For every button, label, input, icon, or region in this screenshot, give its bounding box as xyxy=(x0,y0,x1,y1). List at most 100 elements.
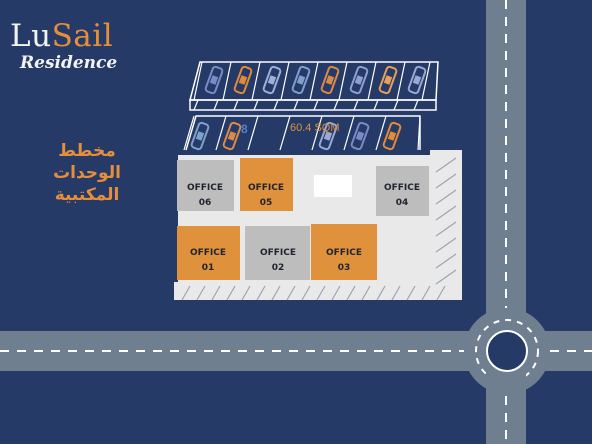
parked-car xyxy=(320,65,340,95)
parking-area-label: 60.4 SQM xyxy=(290,122,340,134)
parking-stall-line xyxy=(193,61,203,101)
unit-number: 02 xyxy=(272,263,285,273)
parking-outline-lower xyxy=(189,99,437,111)
parking-stall-line xyxy=(193,99,199,111)
parked-car xyxy=(291,65,311,95)
unit-number: 04 xyxy=(396,198,409,208)
parking-stall-line xyxy=(435,189,457,205)
unit-label: OFFICE xyxy=(326,248,362,258)
building-wing xyxy=(174,150,462,300)
parked-car xyxy=(382,121,402,151)
parking-stall-line xyxy=(435,221,457,237)
parking-stall-line xyxy=(343,115,355,151)
plan-title-line1: مخطط الوحدات xyxy=(53,141,121,183)
unit-label: OFFICE xyxy=(248,183,284,193)
parking-stall-line xyxy=(353,99,359,111)
parking-stall-line xyxy=(435,205,457,221)
parking-stall-line xyxy=(222,61,232,101)
parking-stall-line xyxy=(183,115,195,151)
stair-core xyxy=(314,175,352,197)
parking-stall-line xyxy=(286,285,296,301)
parking-stall-line xyxy=(233,99,239,111)
parking-stall-line xyxy=(251,61,261,101)
parking-stall-line xyxy=(421,61,431,101)
parking-stall-line xyxy=(376,285,386,301)
parking-stall-line xyxy=(338,61,348,101)
ramp-hatching xyxy=(181,157,457,301)
parking-stall-line xyxy=(301,285,311,301)
unit-office-02[interactable]: OFFICE 02 xyxy=(245,226,310,280)
parking-stall-line xyxy=(309,61,319,101)
plan-title: مخطط الوحدات المكتبية xyxy=(22,140,152,206)
parking-stall-line xyxy=(213,99,219,111)
parked-car xyxy=(378,65,398,95)
parking-stall-line xyxy=(279,115,291,151)
brand-subtitle: Residence xyxy=(20,53,118,73)
parking-stall-line xyxy=(271,285,281,301)
parked-car xyxy=(350,121,370,151)
unit-number: 01 xyxy=(202,263,215,273)
unit-number: 03 xyxy=(338,263,351,273)
parking-stall-line xyxy=(396,61,406,101)
parking-stall-line xyxy=(311,115,323,151)
parking-stall-line xyxy=(435,269,457,285)
plan-title-line2: المكتبية xyxy=(54,185,120,205)
parking-stall-line xyxy=(367,61,377,101)
office-units: OFFICE 06 OFFICE 05 OFFICE 04 OFFICE 01 … xyxy=(177,158,429,280)
parking-stall-line xyxy=(393,99,399,111)
unit-label: OFFICE xyxy=(260,248,296,258)
parking-stall-line xyxy=(373,99,379,111)
unit-office-01[interactable]: OFFICE 01 xyxy=(177,226,240,280)
parking-stall-line xyxy=(361,285,371,301)
parking-stall-line xyxy=(256,285,266,301)
parking-stall-line xyxy=(316,285,326,301)
parking-stall-line xyxy=(435,253,457,269)
parking-stall-line xyxy=(333,99,339,111)
parking-stall-line xyxy=(226,285,236,301)
parked-car xyxy=(204,65,224,95)
unit-label: OFFICE xyxy=(187,183,223,193)
parking-stall-line xyxy=(181,285,191,301)
parking-stall-line xyxy=(435,173,457,189)
parking-stall-line xyxy=(293,99,299,111)
parked-car xyxy=(349,65,369,95)
parking-stall-line xyxy=(435,157,457,173)
parking-stall-line xyxy=(421,285,431,301)
parking-stall-line xyxy=(280,61,290,101)
unit-office-04[interactable]: OFFICE 04 xyxy=(376,166,429,216)
parking-stall-line xyxy=(436,285,446,301)
parking-stall-line xyxy=(196,285,206,301)
parking-stall-line xyxy=(375,115,387,151)
brand-name-part2: Sail xyxy=(51,18,114,54)
parking-stall-line xyxy=(406,285,416,301)
parking-stall-line xyxy=(247,115,259,151)
parking-stall-line xyxy=(211,285,221,301)
unit-office-06[interactable]: OFFICE 06 xyxy=(177,160,234,211)
parking-stall-line xyxy=(313,99,319,111)
parked-car xyxy=(222,121,242,151)
unit-office-05[interactable]: OFFICE 05 xyxy=(240,158,293,211)
parked-car xyxy=(262,65,282,95)
parking-stall-line xyxy=(391,285,401,301)
parked-car xyxy=(190,121,210,151)
unit-office-03[interactable]: OFFICE 03 xyxy=(311,224,377,280)
parked-car xyxy=(233,65,253,95)
parking-marker: 8 xyxy=(241,122,248,136)
parking-stall-line xyxy=(435,237,457,253)
parking-lower-outline xyxy=(185,115,421,151)
parking-stall-line xyxy=(346,285,356,301)
brand-logo: LuSail Residence xyxy=(10,18,140,78)
parking-stall-line xyxy=(331,285,341,301)
parking-stall-line xyxy=(241,285,251,301)
parking-stall-line xyxy=(417,115,421,151)
parked-car xyxy=(407,65,427,95)
parked-car xyxy=(318,121,338,151)
parking-lot: 8 60.4 SQM xyxy=(183,61,439,151)
parking-stall-line xyxy=(413,99,419,111)
roundabout-inner xyxy=(486,330,528,372)
unit-number: 05 xyxy=(260,198,273,208)
parking-stall-line xyxy=(253,99,259,111)
